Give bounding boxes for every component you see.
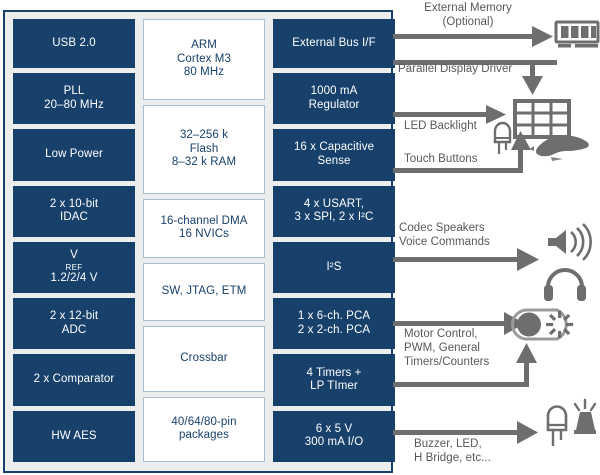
block-cap-sense-line-0: 16 x Capacitive	[293, 141, 375, 154]
block-arm-core-line-0: ARM	[191, 39, 217, 52]
arrow-external-memory	[393, 26, 553, 47]
block-low-power: Low Power	[13, 129, 135, 181]
block-vref-subscript: REF	[65, 262, 83, 272]
block-serial-line-1: 3 x SPI, 2 x I²C	[294, 211, 374, 224]
block-packages-line-1: packages	[178, 429, 229, 442]
block-regulator: 1000 mA Regulator	[273, 73, 395, 125]
block-usb: USB 2.0	[13, 19, 135, 69]
block-memory-line-1: Flash	[189, 142, 219, 155]
block-hw-aes-line-0: HW AES	[51, 429, 97, 442]
block-serial: 4 x USART, 3 x SPI, 2 x I²C	[273, 185, 395, 237]
block-arm-core-line-1: Cortex M3	[177, 52, 231, 65]
hand-touch-icon	[530, 135, 589, 161]
block-arm-core-line-2: 80 MHz	[183, 66, 225, 79]
block-io-line-1: 300 mA I/O	[304, 436, 364, 449]
speaker-icon	[548, 223, 592, 261]
block-pll-line-0: PLL	[63, 85, 85, 98]
io-label-external-memory: External Memory (Optional)	[424, 2, 512, 29]
block-adc-line-1: ADC	[61, 323, 87, 336]
block-serial-line-0: 4 x USART,	[303, 197, 365, 210]
led-icon	[493, 121, 512, 154]
block-memory-line-0: 32–256 k	[179, 129, 229, 142]
block-io-line-0: 6 x 5 V	[315, 422, 353, 435]
block-vref-symbol: V	[70, 249, 78, 262]
block-dma-nvic-line-0: 16-channel DMA	[160, 214, 248, 227]
core-column-middle: ARM Cortex M3 80 MHz 32–256 k Flash 8–32…	[143, 19, 265, 462]
display-panel-icon	[513, 99, 571, 139]
block-memory-line-2: 8–32 k RAM	[171, 156, 237, 169]
block-debug: SW, JTAG, ETM	[143, 262, 265, 322]
block-cap-sense: 16 x Capacitive Sense	[273, 129, 395, 181]
block-regulator-line-0: 1000 mA	[310, 85, 358, 98]
block-packages: 40/64/80-pin packages	[143, 396, 265, 462]
block-timers-line-0: 4 Timers +	[306, 366, 362, 379]
block-pca-line-1: 2 x 2-ch. PCA	[297, 323, 371, 336]
block-timers-line-1: LP TImer	[310, 380, 358, 393]
block-hw-aes: HW AES	[13, 410, 135, 463]
block-cap-sense-line-1: Sense	[317, 154, 351, 167]
io-label-parallel-display: Parallel Display Driver	[398, 63, 513, 75]
block-arm-core: ARM Cortex M3 80 MHz	[143, 19, 265, 101]
block-i2s-line-0: I²S	[326, 260, 342, 273]
memory-module-icon	[554, 20, 600, 48]
block-comparator: 2 x Comparator	[13, 354, 135, 406]
block-low-power-line-0: Low Power	[45, 148, 103, 161]
block-pll-line-1: 20–80 MHz	[44, 98, 104, 111]
io-label-led-backlight: LED Backlight	[404, 120, 477, 132]
block-regulator-line-1: Regulator	[308, 98, 360, 111]
io-label-codec-speakers: Codec Speakers Voice Commands	[399, 222, 490, 249]
block-pca-line-0: 1 x 6-ch. PCA	[297, 310, 371, 323]
block-idac: 2 x 10-bit IDAC	[13, 185, 135, 237]
io-label-motor-control: Motor Control, PWM, General Timers/Count…	[404, 328, 490, 369]
block-i2s: I²S	[273, 241, 395, 294]
block-adc-line-0: 2 x 12-bit	[49, 310, 99, 323]
block-idac-line-1: IDAC	[60, 211, 88, 224]
block-pca: 1 x 6-ch. PCA 2 x 2-ch. PCA	[273, 298, 395, 350]
headphones-icon	[544, 268, 586, 301]
block-ext-bus: External Bus I/F	[273, 19, 395, 69]
block-dma-nvic-line-1: 16 NVICs	[178, 228, 229, 241]
block-pll: PLL 20–80 MHz	[13, 73, 135, 125]
block-usb-line-0: USB 2.0	[52, 36, 96, 49]
block-dma-nvic: 16-channel DMA 16 NVICs	[143, 198, 265, 258]
block-memory: 32–256 k Flash 8–32 k RAM	[143, 105, 265, 194]
buzzer-icon	[573, 398, 597, 434]
block-comparator-line-0: 2 x Comparator	[33, 373, 115, 386]
led-indicator-icon	[546, 405, 568, 446]
block-ext-bus-line-0: External Bus I/F	[292, 36, 376, 49]
peripheral-column-left: USB 2.0 PLL 20–80 MHz Low Power 2 x 10-b…	[13, 19, 135, 463]
block-crossbar: Crossbar	[143, 326, 265, 392]
block-vref-line-1: 1.2/2/4 V	[50, 272, 98, 285]
io-label-touch-buttons: Touch Buttons	[404, 153, 478, 165]
block-io: 6 x 5 V 300 mA I/O	[273, 410, 395, 463]
block-adc: 2 x 12-bit ADC	[13, 298, 135, 350]
block-idac-line-0: 2 x 10-bit	[49, 197, 99, 210]
block-packages-line-0: 40/64/80-pin	[171, 415, 237, 428]
block-debug-line-0: SW, JTAG, ETM	[161, 285, 247, 298]
block-timers: 4 Timers + LP TImer	[273, 354, 395, 406]
mcu-block-diagram: USB 2.0 PLL 20–80 MHz Low Power 2 x 10-b…	[3, 10, 395, 473]
arrow-codec-speakers	[393, 248, 539, 271]
block-crossbar-line-0: Crossbar	[180, 352, 228, 365]
io-label-buzzer-led: Buzzer, LED, H Bridge, etc...	[414, 438, 491, 465]
motor-belt-icon	[511, 308, 574, 341]
peripheral-column-right: External Bus I/F 1000 mA Regulator 16 x …	[273, 19, 395, 463]
